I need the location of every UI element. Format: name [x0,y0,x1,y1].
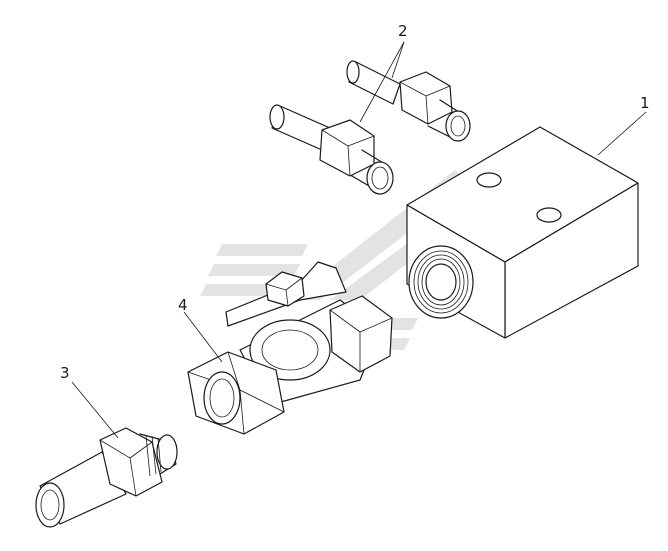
callout-3: 3 [60,364,70,382]
block-body-part-1 [406,126,639,339]
mounting-hole-side [536,207,562,223]
callout-4: 4 [178,296,188,314]
leader-lines [71,41,647,439]
hose-fitting-part-2b [269,104,394,195]
leader-line-2b [359,41,405,123]
callout-2: 2 [398,22,408,40]
hose-fitting-part-2a [346,60,471,142]
leader-line-2a [391,41,405,79]
valve-part-4 [187,261,393,435]
hose-adapter-part-3 [35,427,178,528]
leader-line-1 [597,111,647,156]
callout-1: 1 [640,94,650,112]
leader-line-4 [183,311,223,363]
leader-line-3 [71,381,119,439]
mounting-hole-top [476,172,502,188]
